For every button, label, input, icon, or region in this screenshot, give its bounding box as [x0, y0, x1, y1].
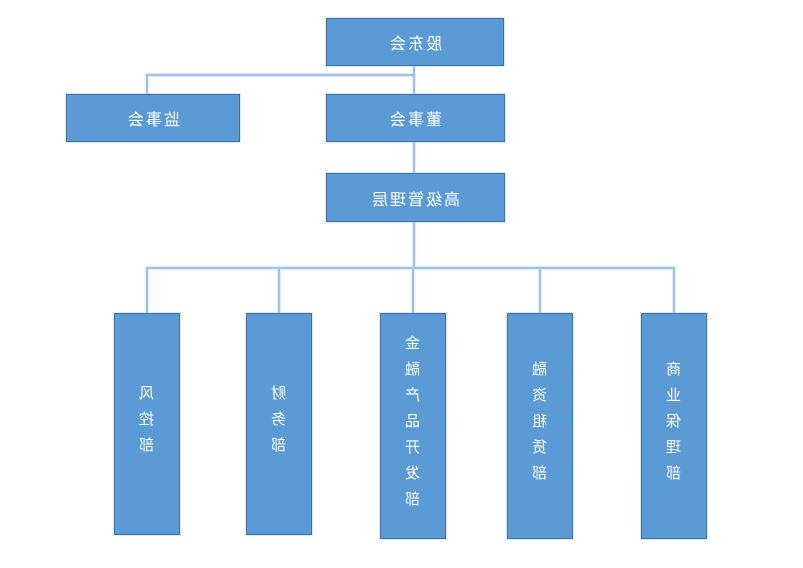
connector-board-to-senior-management	[413, 142, 415, 173]
connector-shareholders-to-supervisory-drop	[146, 74, 148, 94]
org-node-board-of-directors: 董事会	[326, 94, 505, 142]
org-node-shareholders-meeting: 股东会	[326, 18, 504, 66]
org-node-dept-financial-product-development: 金融产品开发部	[380, 313, 446, 539]
org-node-dept-financial-leasing: 融资租赁部	[507, 313, 573, 539]
org-node-dept-commercial-factoring: 商业保理部	[641, 313, 707, 539]
connector-drop-finance	[278, 267, 280, 313]
connector-departments-horizontal	[147, 267, 675, 269]
org-node-label: 融资租赁部	[530, 361, 549, 491]
org-node-supervisory-board: 监事会	[66, 94, 240, 142]
connector-shareholders-to-supervisory-horizontal	[146, 74, 415, 76]
connector-drop-financial-leasing	[539, 267, 541, 313]
connector-senior-management-stem	[413, 222, 415, 268]
org-node-dept-risk-control: 风控部	[114, 313, 180, 535]
connector-drop-financial-product-dev	[412, 267, 414, 313]
org-node-senior-management: 高级管理层	[326, 173, 505, 222]
connector-drop-risk-control	[146, 267, 148, 313]
connector-shareholders-to-board	[413, 66, 415, 94]
org-node-label: 财务部	[269, 385, 288, 463]
org-node-label: 风控部	[137, 385, 156, 463]
org-node-label: 高级管理层	[370, 189, 461, 209]
org-node-label: 监事会	[125, 110, 180, 129]
org-node-label: 股东会	[387, 34, 442, 53]
org-node-dept-finance: 财务部	[246, 313, 312, 535]
org-node-label: 商业保理部	[664, 361, 683, 491]
connector-drop-commercial-factoring	[673, 267, 675, 313]
org-node-label: 金融产品开发部	[403, 335, 422, 517]
org-node-label: 董事会	[388, 110, 443, 129]
